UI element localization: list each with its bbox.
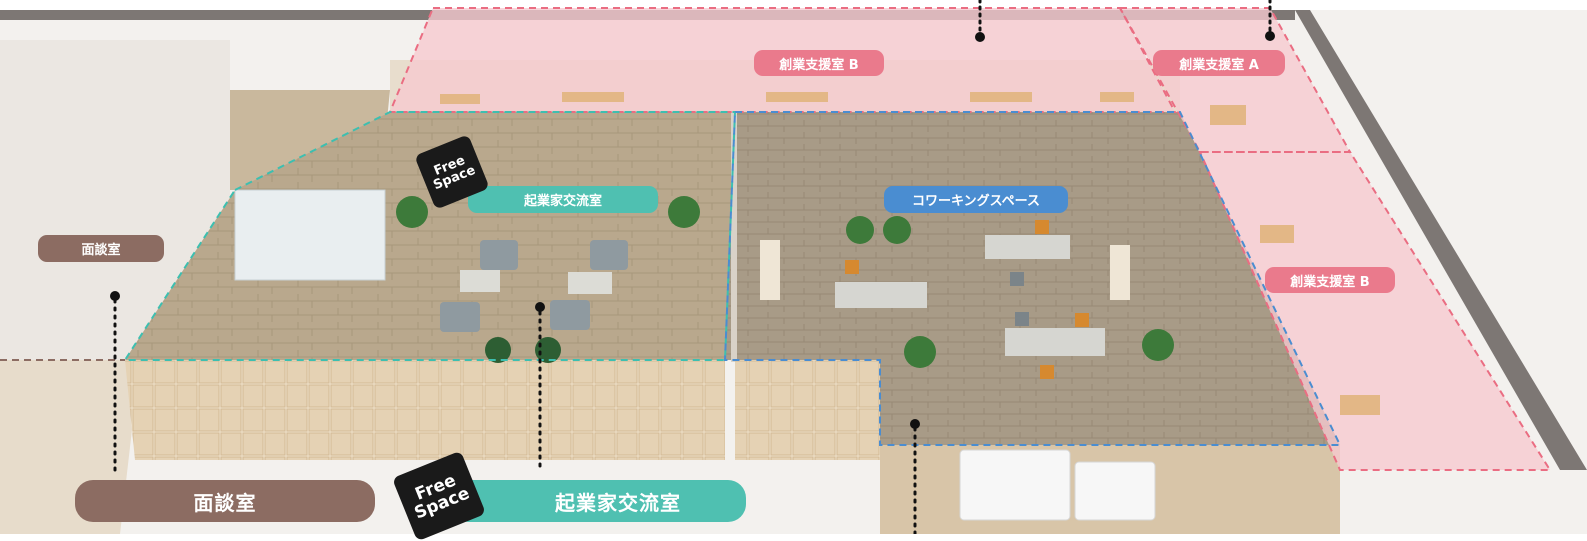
desk <box>1210 105 1246 125</box>
plant <box>485 337 511 363</box>
plant <box>668 196 700 228</box>
label-support-room-b-top: 創業支援室 B <box>754 50 884 76</box>
desk <box>1100 92 1134 102</box>
label-support-room-a: 創業支援室 A <box>1153 50 1285 76</box>
label-meeting-room-bottom: 面談室 <box>75 480 375 522</box>
chair <box>1010 272 1024 286</box>
leader-dot <box>975 32 985 42</box>
chair <box>1040 365 1054 379</box>
plant <box>883 216 911 244</box>
exchange-room-floor <box>125 112 735 360</box>
reception-counter-2 <box>1074 461 1156 521</box>
chair <box>550 300 590 330</box>
bookshelf-left <box>125 360 725 460</box>
glass-booth <box>234 189 386 281</box>
chair <box>1035 220 1049 234</box>
desk <box>440 94 480 104</box>
plant <box>846 216 874 244</box>
shelf-unit <box>760 240 780 300</box>
plant <box>1142 329 1174 361</box>
chair <box>440 302 480 332</box>
right-wall <box>1295 10 1587 470</box>
label-exchange-room: 起業家交流室 <box>468 186 658 213</box>
chair <box>845 260 859 274</box>
plant <box>396 196 428 228</box>
desk <box>835 282 927 308</box>
partition <box>731 112 737 362</box>
chair <box>590 240 628 270</box>
desk <box>562 92 624 102</box>
table <box>460 270 500 292</box>
label-coworking-space: コワーキングスペース <box>884 186 1068 213</box>
leader-dot <box>110 291 120 301</box>
chair <box>480 240 518 270</box>
desk <box>970 92 1032 102</box>
label-exchange-room-bottom: 起業家交流室 <box>450 480 746 522</box>
desk <box>985 235 1070 259</box>
label-support-room-b-right: 創業支援室 B <box>1265 267 1395 293</box>
desk <box>1340 395 1380 415</box>
bookshelf-right <box>735 360 880 460</box>
leader-dot <box>1265 31 1275 41</box>
label-meeting-room-left: 面談室 <box>38 235 164 262</box>
meeting-room-wall <box>0 40 230 360</box>
coworking-outline <box>723 111 1342 446</box>
leader-dot <box>910 419 920 429</box>
desk <box>766 92 828 102</box>
support-room-a-zone <box>1120 8 1350 152</box>
support-room-b-top-outline <box>388 7 1177 113</box>
coworking-floor <box>725 112 1340 445</box>
reception-counter <box>959 449 1071 521</box>
plant <box>904 336 936 368</box>
table <box>568 272 612 294</box>
support-room-b-right-outline <box>1198 151 1552 471</box>
desk <box>1260 225 1294 243</box>
plant <box>535 337 561 363</box>
leader-dot <box>535 302 545 312</box>
chair <box>1075 313 1089 327</box>
shelf-unit <box>1110 245 1130 300</box>
desk <box>1005 328 1105 356</box>
chair <box>1015 312 1029 326</box>
